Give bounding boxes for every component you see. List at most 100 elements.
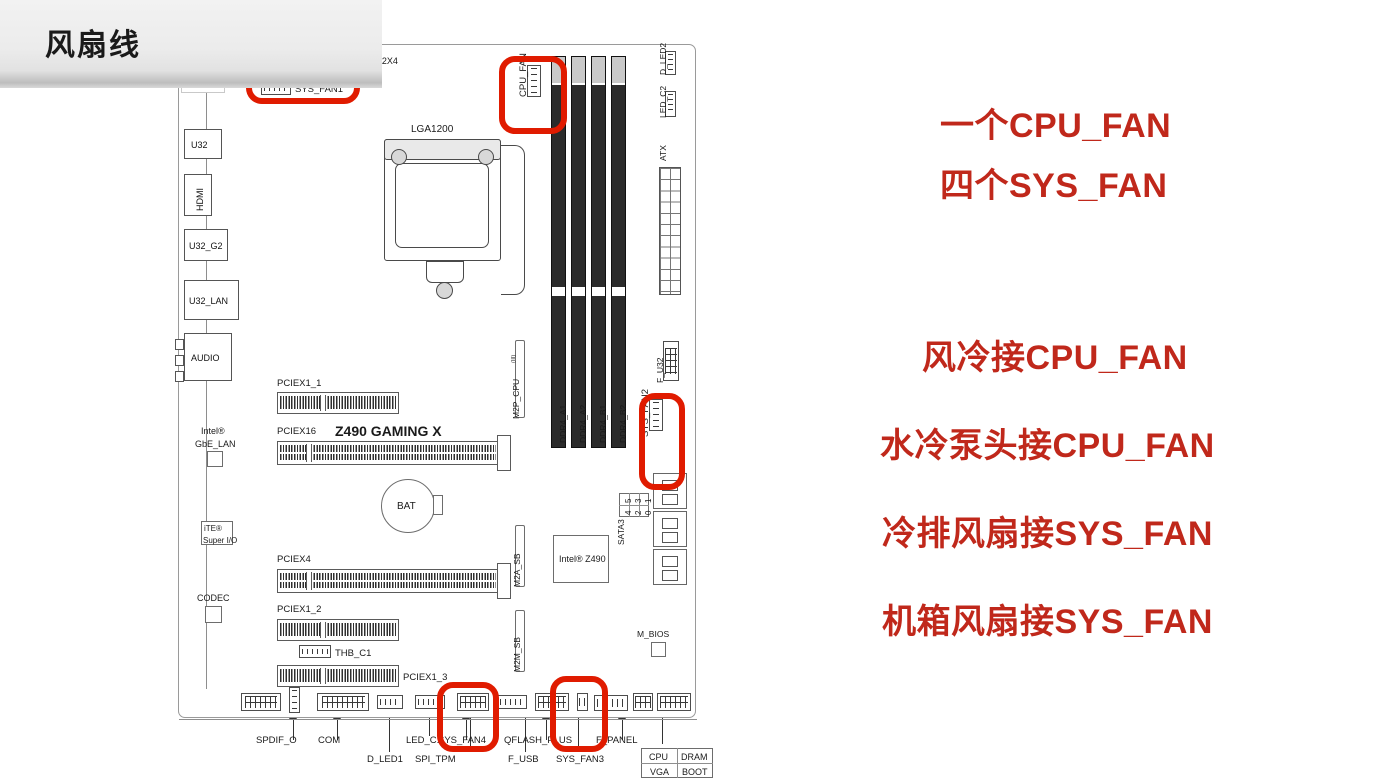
rear-io-u32: U32 [184,129,222,159]
codec-chip [205,606,222,623]
f-panel-connector [657,693,691,711]
dimm-label-b1: DDR4_B1 [598,404,608,443]
dimm-label-a2: DDR4_A2 [578,404,588,443]
f-usb-connector [535,693,569,711]
qflash-plus-connector [577,693,588,711]
sata3-num-5: 5 [624,498,633,503]
status-led-table-divider-v [677,748,678,778]
f-audio-connector [241,693,281,711]
status-led-vga: VGA [650,767,670,777]
com-label: COM [318,735,341,746]
pcie-slot-x4-latch [497,563,511,599]
sata3-table-divider-h [619,505,649,506]
ite-super-io-chip [201,521,233,545]
status-led-boot: BOOT [682,767,708,777]
m2-slot-m2a-sb [515,525,525,587]
rear-io-audio: AUDIO [184,333,232,381]
cmos-battery-label: BAT [397,501,416,512]
note-sys-fan-count: 四个SYS_FAN [940,167,1168,205]
spi-tpm-label: SPI_TPM [415,754,456,765]
m-bios-chip [651,642,666,657]
pciex4-label: PCIEX4 [277,554,311,565]
chipset-z490-label: Intel® Z490 [559,554,606,564]
sata3-port-group-3 [653,549,687,585]
note-cpu-fan-count: 一个CPU_FAN [940,107,1172,145]
qfled-connector [594,695,628,711]
status-led-arrow [662,716,663,744]
sata3-table-divider-v2 [639,493,640,517]
sys-fan4-label: SYS_FAN4 [438,735,487,746]
pcie-slot-x16 [277,441,499,465]
pciex16-label: PCIEX16 [277,426,317,437]
audio-jack-2 [175,355,184,366]
board-bottom-edge [179,719,697,721]
note-case-fan: 机箱风扇接SYS_FAN [882,603,1213,641]
com-connector [317,693,369,711]
rear-io-hdmi: HDMI [184,174,212,216]
sys-fan2-connector [649,399,663,431]
spdif-o-arrow [293,718,294,740]
cpu-socket-inner [395,163,489,248]
cpu-socket-lever-base [426,261,464,283]
dimm-label-a1: DDR4_A1 [558,404,568,443]
rear-io-audio-label: AUDIO [191,353,220,363]
audio-jack-1 [175,339,184,350]
m2a-sb-label: M2A_SB [512,553,522,587]
ite-super-io-label: iTE® [204,524,222,533]
page-title: 风扇线 [45,29,141,62]
sys-fan3-arrow [578,714,579,752]
m2p-cpu-label: M2P_CPU [511,378,521,419]
dimm-slot-ddr4-a2 [571,56,586,448]
f-panel-label: F_PANEL [596,735,638,746]
socket-label: LGA1200 [411,124,454,135]
ite-super-io-sublabel: Super I/O [203,536,238,545]
rear-io-u32-lan-label: U32_LAN [189,296,229,306]
led-c2-label: LED_C2 [658,85,668,118]
sys-fan4-connector [497,695,527,709]
m2m-sb-label: M2M_SB [512,637,522,672]
sata3-port-group-1 [653,473,687,509]
sys-fan3-label: SYS_FAN3 [556,754,605,765]
cpu-fan-label: CPU_FAN [518,53,529,97]
note-radiator-fan: 冷排风扇接SYS_FAN [882,515,1213,553]
spdif-o-label: SPDIF_O [256,735,297,746]
cpu-socket-lever-arm [501,145,525,295]
spi-tpm-connector [457,693,489,711]
qflash-plus-label: QFLASH_PLUS [504,735,573,746]
intel-gbe-lan-label: Intel® [201,426,225,436]
m2-slot-m2p-cpu [515,340,525,418]
status-led-dram: DRAM [681,752,708,762]
status-led-cpu: CPU [649,752,669,762]
qflash-plus-arrow [546,718,547,740]
pcie-slot-x4 [277,569,499,593]
dimm-slot-ddr4-a1 [551,56,566,448]
com-arrow [337,718,338,740]
audio-jack-3 [175,371,184,382]
sata3-table-divider-v1 [629,493,630,517]
dimm-label-b2: DDR4_B2 [618,404,628,443]
d-led1-connector [377,695,403,709]
thb-c1-connector [299,645,331,658]
f-u32-label: F_U32 [655,357,665,383]
pciex1-2-label: PCIEX1_2 [277,604,322,615]
f-u32-connector [663,341,679,381]
codec-label: CODEC [197,593,230,603]
sata3-port-group-2 [653,511,687,547]
intel-gbe-lan-sublabel: GbE_LAN [195,439,236,449]
rear-io-u32-g2-label: U32_G2 [189,241,223,251]
dimm-slot-ddr4-b1 [591,56,606,448]
d-led2-label: D_LED2 [658,42,668,75]
rear-io-hdmi-label: HDMI [195,188,205,211]
cmos-battery [381,479,435,533]
annotation-notes: 一个CPU_FAN 四个SYS_FAN 风冷接CPU_FAN 水冷泵头接CPU_… [862,0,1382,780]
m2p-cpu-sup: (III) [511,354,517,363]
cpu-socket-hinge-left [391,149,407,165]
atx-24pin-label: ATX [658,145,668,161]
sys-fan4-arrow [466,718,467,740]
motherboard-diagram: KB_MS_USB U32 HDMI U32_G2 U32_LAN AUDIO … [175,17,697,721]
thb-c1-label: THB_C1 [335,648,372,659]
pcie-slot-x16-latch [497,435,511,471]
f-panel-arrow [622,718,623,740]
rear-io-edge-line [206,89,208,689]
led-c1-label: LED_C1 [406,735,442,746]
